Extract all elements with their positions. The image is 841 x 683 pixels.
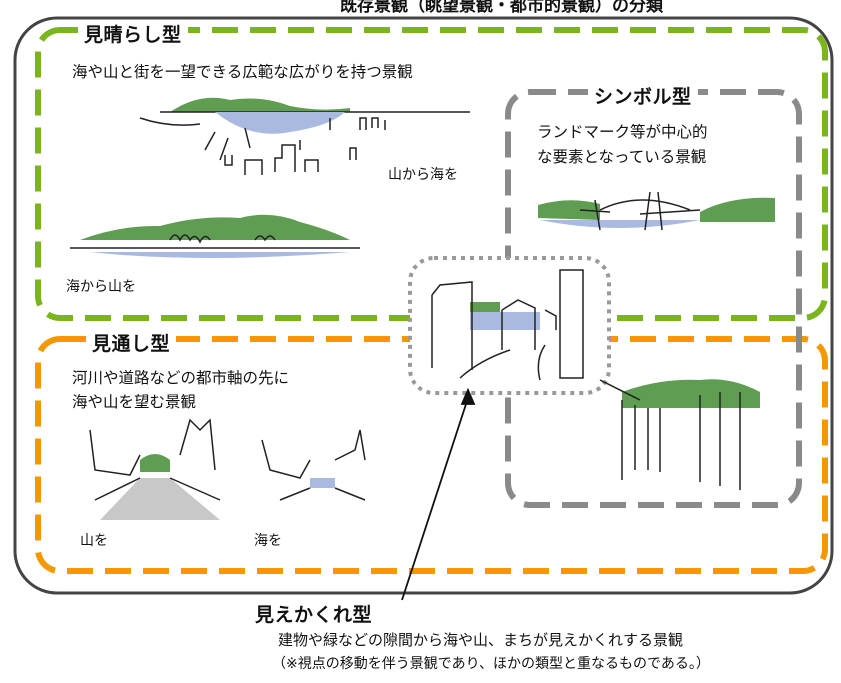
symbol-desc-line1: ランドマーク等が中心的	[537, 123, 708, 141]
glimpse-title: 見えかくれ型	[255, 604, 373, 626]
panorama-label-sea-to-mountain: 海から山を	[66, 279, 136, 295]
sketch-symbol	[538, 191, 775, 231]
panorama-title: 見晴らし型	[84, 24, 182, 46]
sketch-glimpse	[431, 269, 584, 381]
glimpse-desc-line2: （※視点の移動を伴う景観であり、ほかの類型と重なるものである。）	[272, 656, 710, 672]
glimpse-arrow	[401, 387, 476, 601]
panorama-title-wrap: 見晴らし型	[78, 20, 188, 47]
sketch-street-symbol	[599, 379, 760, 490]
vista-desc-line2: 海や山を望む景観	[72, 393, 197, 411]
glimpse-desc-line1: 建物や緑などの隙間から海や山、まちが見えかくれする景観	[278, 631, 684, 649]
outer-frame	[13, 16, 834, 595]
sketch-vista-sea	[261, 429, 366, 501]
vista-frame	[35, 336, 828, 574]
panorama-desc: 海や山と街を一望できる広範な広がりを持つ景観	[72, 63, 413, 81]
vista-title: 見通し型	[92, 333, 171, 355]
vista-label-sea: 海を	[254, 533, 282, 549]
vista-label-mountain: 山を	[80, 533, 108, 549]
vista-desc-line1: 河川や道路などの都市軸の先に	[72, 369, 290, 387]
symbol-title: シンボル型	[594, 86, 692, 108]
vista-title-wrap: 見通し型	[86, 329, 177, 356]
sketch-sea-to-mountain	[70, 214, 360, 258]
symbol-title-wrap: シンボル型	[588, 82, 698, 109]
symbol-desc-line2: な要素となっている景観	[537, 148, 707, 166]
panorama-label-mountain-to-sea: 山から海を	[388, 167, 458, 183]
header-title: 既存景観（眺望景観・都市的景観）の分類	[340, 0, 663, 16]
sketch-vista-mountain	[89, 418, 221, 520]
sketch-mountain-to-sea	[139, 97, 470, 175]
